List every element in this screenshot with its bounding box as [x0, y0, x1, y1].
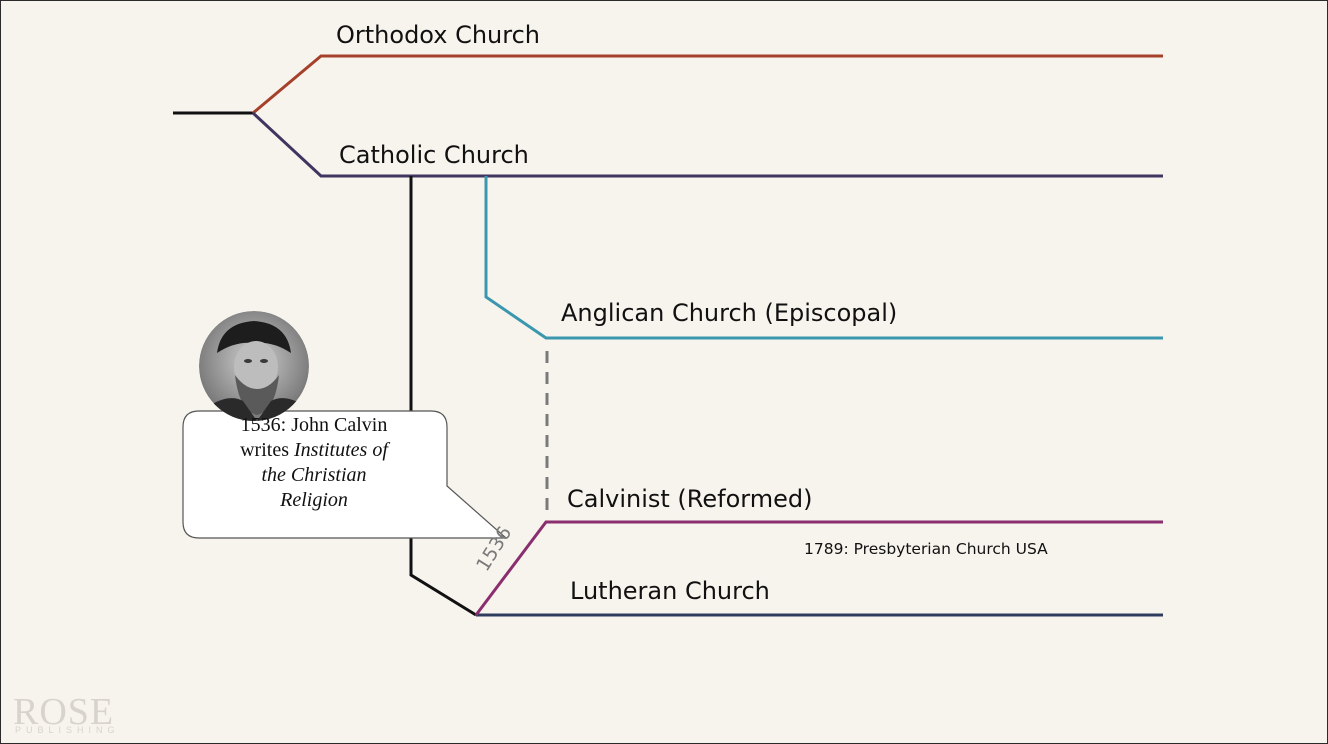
label-anglican-church: Anglican Church (Episcopal) — [561, 299, 898, 327]
callout-line-2: writes Institutes of — [183, 438, 445, 463]
label-orthodox-church: Orthodox Church — [336, 21, 540, 49]
callout-line-4: Religion — [183, 488, 445, 513]
callout-bubble — [182, 410, 508, 539]
rose-publishing-logo-icon: ROSE PUBLISHING — [13, 693, 147, 741]
anglican-line — [484, 176, 1163, 340]
logo-subtitle: PUBLISHING — [15, 725, 120, 735]
logo-wordmark: ROSE — [13, 691, 115, 733]
callout-book-title-part-3: Religion — [280, 489, 348, 511]
callout-text: 1536: John Calvin writes Institutes of t… — [183, 411, 445, 537]
label-catholic-church: Catholic Church — [339, 141, 529, 169]
reformation-trunk-line — [409, 176, 477, 617]
callout-line-3: the Christian — [183, 463, 445, 488]
john-calvin-portrait-icon — [199, 311, 309, 421]
callout-line-2-prefix: writes — [240, 439, 294, 461]
callout-line-1: 1536: John Calvin — [240, 414, 388, 436]
callout-book-title-part-2: the Christian — [261, 464, 367, 486]
orthodox-line — [252, 54, 1163, 115]
calvinist-line — [474, 520, 1163, 616]
label-lutheran-church: Lutheran Church — [570, 577, 770, 605]
label-calvinist-reformed: Calvinist (Reformed) — [567, 485, 813, 513]
label-presbyterian-church-usa: 1789: Presbyterian Church USA — [804, 540, 1048, 558]
callout-book-title-part-1: Institutes of — [294, 439, 388, 461]
catholic-line — [251, 111, 1163, 178]
